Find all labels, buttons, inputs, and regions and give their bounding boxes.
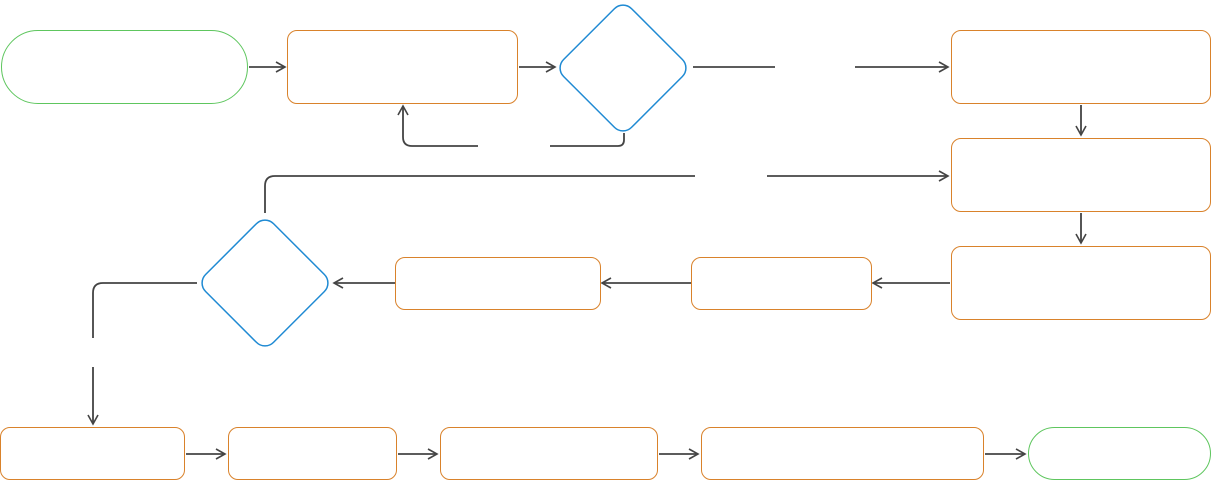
decision-2-label [220,263,310,303]
process-box-6[interactable] [395,257,601,310]
start-terminal[interactable] [1,30,248,104]
process-box-3[interactable] [951,138,1211,212]
decision-diamond-1[interactable] [555,0,691,136]
process-box-5[interactable] [691,257,872,310]
end-terminal[interactable] [1028,427,1211,480]
process-box-4[interactable] [951,246,1211,320]
connector-decision-1-loop-a [550,133,625,147]
connector-decision-1-loop-b [397,104,478,147]
decision-1-label [578,48,668,88]
process-box-8[interactable] [228,427,397,480]
decision-diamond-2[interactable] [197,215,333,351]
process-box-7[interactable] [0,427,185,480]
connector-decision-2-up-a [264,175,695,213]
process-box-9[interactable] [440,427,658,480]
connector-decision-2-left-a [92,282,197,338]
process-box-1[interactable] [287,30,518,104]
process-box-10[interactable] [701,427,984,480]
process-box-2[interactable] [951,30,1211,104]
